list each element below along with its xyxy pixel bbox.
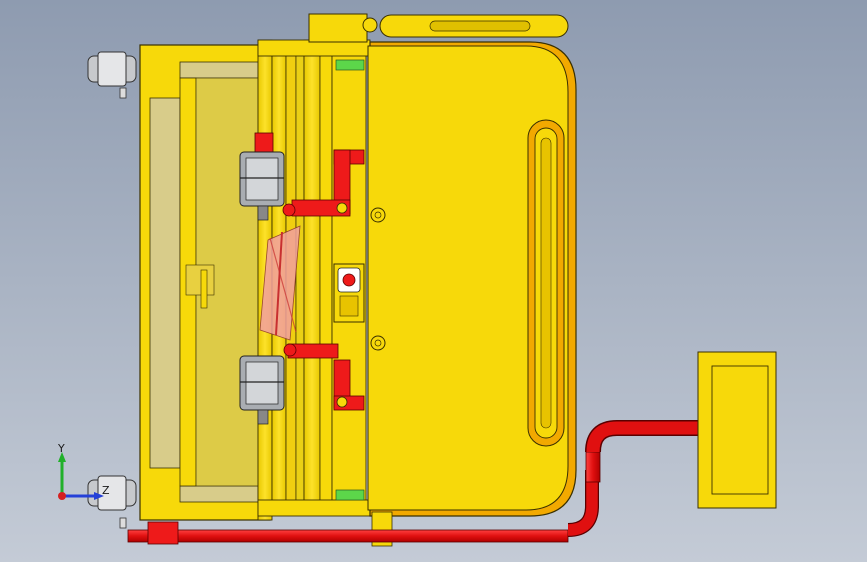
control-box — [697, 351, 777, 509]
x-axis-dot — [58, 492, 66, 500]
coordinate-triad: Y Z — [50, 438, 120, 508]
diagonal-link — [259, 225, 301, 341]
clamp-body-top — [239, 151, 285, 221]
y-axis-label: Y — [58, 442, 65, 455]
red-clamp-arms — [254, 132, 365, 411]
z-axis-label: Z — [102, 484, 110, 497]
caster-bottom — [87, 475, 137, 529]
base-frame — [139, 44, 271, 521]
top-handle — [308, 13, 569, 43]
sensor-block — [333, 263, 365, 323]
clamp-body-bottom — [239, 355, 285, 425]
cover-plate — [367, 41, 577, 547]
red-tube — [127, 420, 698, 545]
caster-top — [87, 51, 137, 99]
